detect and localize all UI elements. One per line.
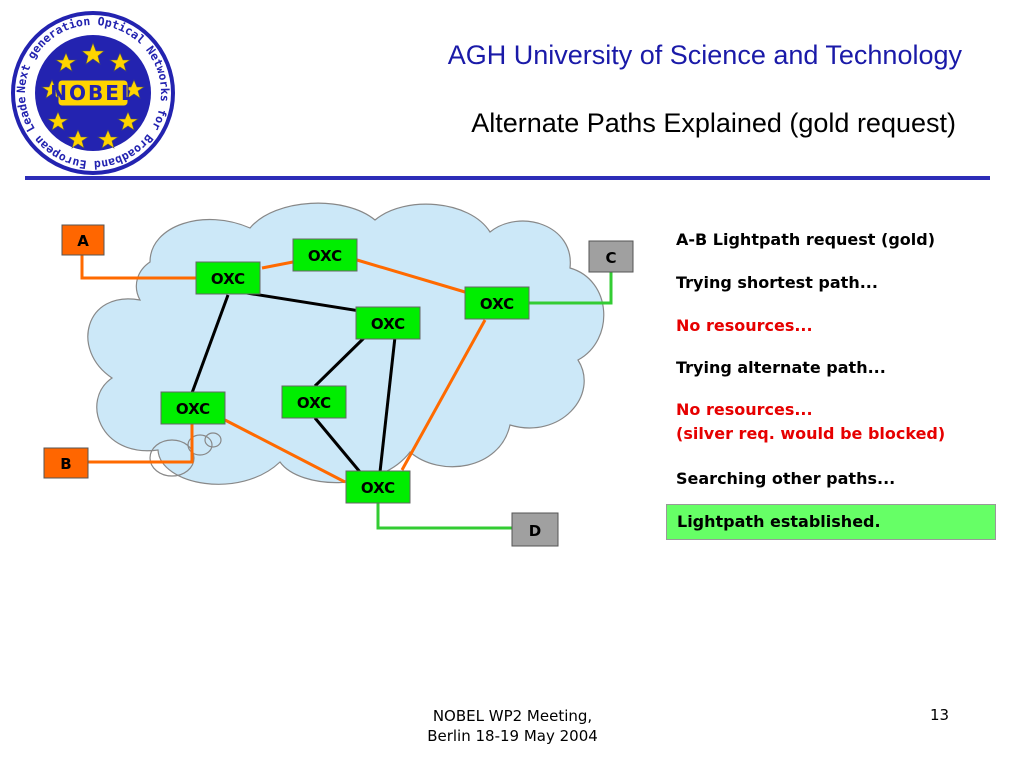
link-oxc7-d [376, 503, 512, 530]
link-oxc1-oxc2 [261, 260, 294, 270]
slide-title: Alternate Paths Explained (gold request) [471, 108, 956, 138]
step-shortest-path: Trying shortest path... [676, 273, 878, 292]
step-alternate-path: Trying alternate path... [676, 358, 886, 377]
terminal-d[interactable]: D [511, 512, 559, 547]
link-oxc3-oxc7 [400, 319, 487, 471]
step-no-resources-1: No resources... [676, 316, 813, 335]
terminal-a[interactable]: A [61, 224, 105, 256]
terminal-c-label: C [605, 249, 616, 267]
link-a-oxc1 [80, 255, 196, 280]
oxc-label: OXC [371, 315, 405, 333]
nobel-logo: Next generation Optical Networks for Bro… [8, 8, 175, 175]
oxc-label: OXC [308, 247, 342, 265]
oxc-label: OXC [297, 394, 331, 412]
terminal-b[interactable]: B [43, 447, 89, 479]
oxc-node[interactable]: OXC [281, 385, 347, 419]
terminal-a-label: A [77, 232, 89, 250]
link-oxc3-c [529, 272, 613, 305]
terminal-d-label: D [529, 522, 541, 540]
link-oxc4-oxc7 [378, 336, 397, 473]
step-established: Lightpath established. [666, 504, 996, 540]
oxc-label: OXC [480, 295, 514, 313]
oxc-label: OXC [211, 270, 245, 288]
oxc-node[interactable]: OXC [195, 261, 261, 295]
link-oxc1-oxc5 [190, 294, 230, 394]
university-title: AGH University of Science and Technology [447, 40, 962, 70]
link-oxc6-oxc7 [313, 417, 362, 473]
footer-location-date: Berlin 18-19 May 2004 [427, 727, 598, 745]
title-divider [25, 176, 990, 180]
logo-center-text: NOBEL [50, 81, 135, 105]
footer-meeting-info: NOBEL WP2 Meeting, Berlin 18-19 May 2004 [400, 706, 625, 746]
link-oxc2-oxc3 [356, 258, 466, 294]
oxc-node[interactable]: OXC [345, 470, 411, 504]
step-request: A-B Lightpath request (gold) [676, 230, 936, 249]
link-oxc4-oxc6 [313, 335, 367, 388]
logo-stars [41, 42, 145, 149]
link-b-oxc5 [88, 424, 194, 464]
page-number: 13 [930, 706, 950, 724]
cloud-puffs [149, 432, 222, 477]
oxc-label: OXC [361, 479, 395, 497]
network-diagram: OXC OXC OXC OXC OXC OXC OXC A B C D [43, 202, 634, 547]
oxc-node[interactable]: OXC [160, 391, 226, 425]
oxc-node[interactable]: OXC [355, 306, 421, 340]
terminal-c[interactable]: C [588, 240, 634, 273]
path-links [80, 255, 487, 484]
oxc-node[interactable]: OXC [464, 286, 530, 320]
oxc-node[interactable]: OXC [292, 238, 358, 272]
oxc-label: OXC [176, 400, 210, 418]
footer-meeting: NOBEL WP2 Meeting, [432, 707, 593, 725]
terminal-b-label: B [60, 455, 71, 473]
access-links [376, 272, 613, 530]
link-oxc5-oxc7 [224, 418, 346, 484]
step-searching: Searching other paths... [676, 469, 896, 488]
step-no-resources-2: No resources... (silver req. would be bl… [676, 400, 946, 443]
